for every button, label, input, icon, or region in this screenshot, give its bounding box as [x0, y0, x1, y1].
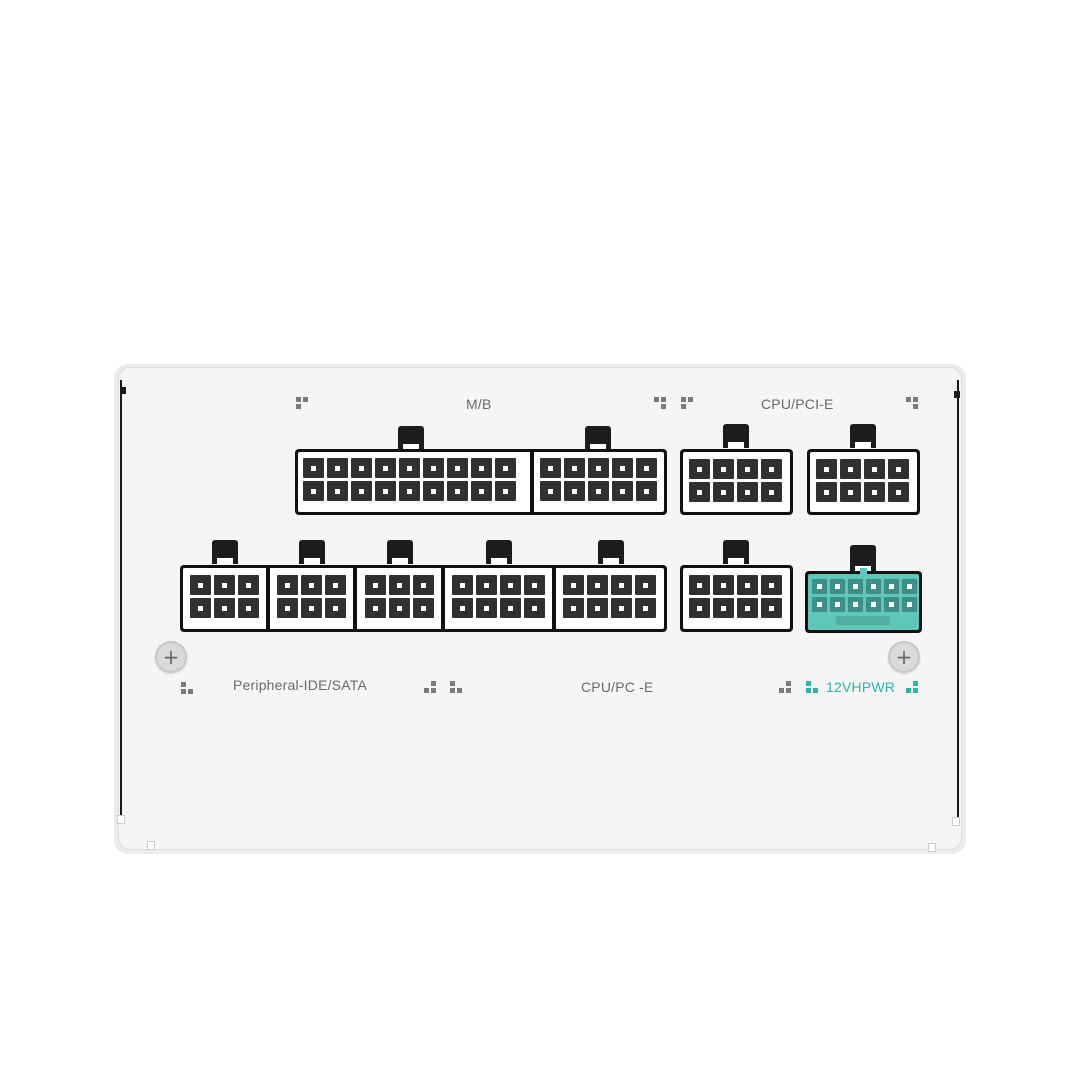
panel-notch	[120, 387, 126, 394]
peripheral-pins-b[interactable]	[277, 575, 346, 618]
mb-connector-divider	[530, 452, 534, 512]
connector-latch	[850, 545, 876, 572]
cpu-pcie-pins	[689, 575, 782, 618]
connector-latch	[850, 424, 876, 448]
dot-pattern-icon	[906, 397, 920, 411]
connector-divider	[353, 568, 357, 629]
panel-notch	[928, 843, 936, 852]
peripheral-pins-c[interactable]	[365, 575, 434, 618]
dot-pattern-icon	[181, 682, 195, 696]
12vhpwr-sense-pins	[836, 616, 890, 625]
mb-18pin-pins	[303, 458, 516, 501]
peripheral-pins-a[interactable]	[190, 575, 259, 618]
teal-dot-pattern-icon	[906, 681, 920, 695]
panel-edge-right	[957, 380, 959, 820]
label-peripheral: Peripheral-IDE/SATA	[233, 677, 367, 693]
cpu-pcie-pins	[816, 459, 909, 502]
panel-notch	[147, 841, 155, 850]
label-mb: M/B	[466, 396, 492, 412]
connector-latch	[585, 426, 611, 450]
panel-notch	[952, 817, 960, 826]
label-12vhpwr: 12VHPWR	[826, 679, 896, 695]
label-cpu-pcie-top: CPU/PCI-E	[761, 396, 834, 412]
connector-divider	[552, 568, 556, 629]
connector-latch	[299, 540, 325, 564]
dot-pattern-icon	[681, 397, 695, 411]
label-cpu-pcie-bottom: CPU/PC -E	[581, 679, 654, 695]
teal-dot-pattern-icon	[806, 681, 820, 695]
panel-edge-left	[120, 380, 122, 820]
dot-pattern-icon	[450, 681, 464, 695]
12vhpwr-pins	[812, 579, 917, 612]
connector-divider	[266, 568, 270, 629]
12vhpwr-latch-window	[860, 568, 867, 576]
connector-latch	[723, 540, 749, 564]
connector-latch	[398, 426, 424, 450]
dot-pattern-icon	[424, 681, 438, 695]
dot-pattern-icon	[654, 397, 668, 411]
cpu-pcie-pins-d[interactable]	[563, 575, 656, 618]
connector-divider	[441, 568, 445, 629]
connector-latch	[598, 540, 624, 564]
connector-latch	[212, 540, 238, 564]
connector-latch	[387, 540, 413, 564]
connector-latch	[723, 424, 749, 448]
cpu-pcie-pins	[689, 459, 782, 502]
cpu-pcie-pins-c[interactable]	[452, 575, 545, 618]
connector-latch	[486, 540, 512, 564]
dot-pattern-icon	[779, 681, 793, 695]
panel-notch	[954, 391, 960, 398]
panel-notch	[117, 815, 125, 824]
screw-icon: +	[888, 641, 920, 673]
mb-10pin-pins	[540, 458, 657, 501]
dot-pattern-icon	[296, 397, 310, 411]
screw-icon: +	[155, 641, 187, 673]
